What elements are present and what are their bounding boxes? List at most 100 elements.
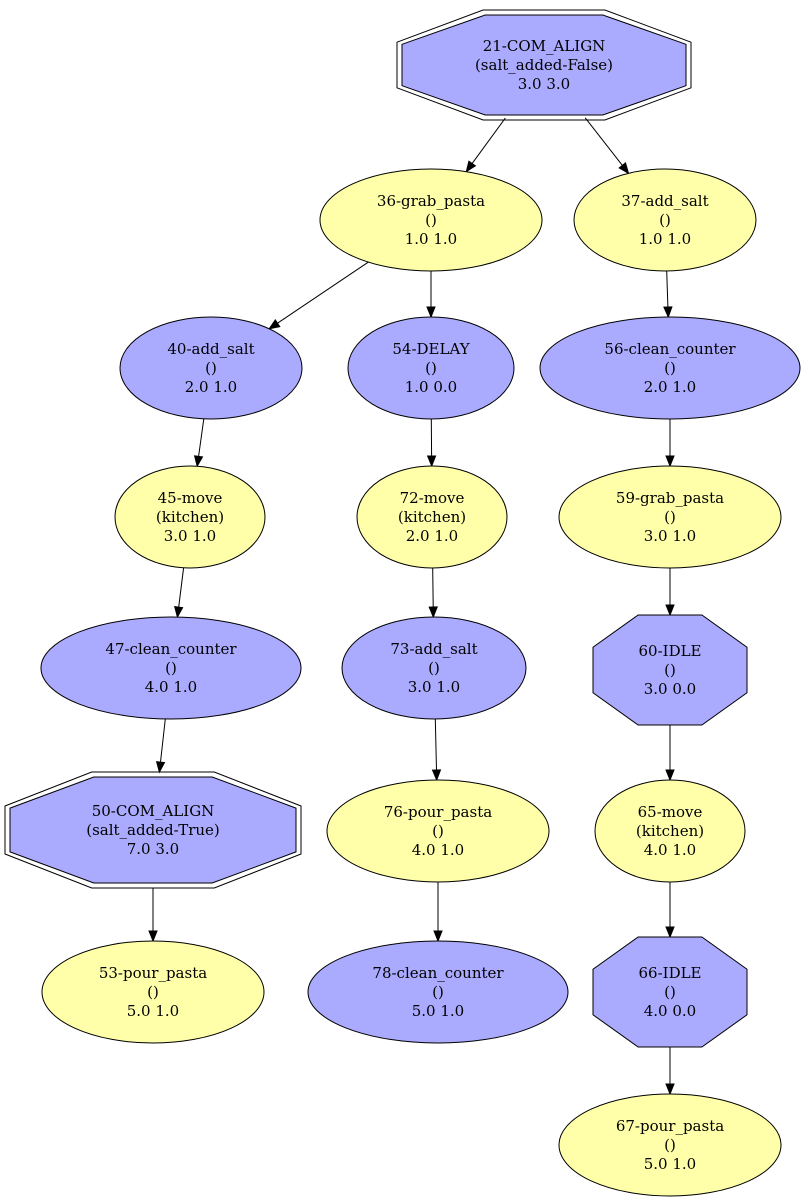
node-label-line-2: () <box>432 822 444 840</box>
node-label-line-1: 21-COM_ALIGN <box>483 37 606 55</box>
node-label-line-2: () <box>664 359 676 377</box>
node-label-line-3: 3.0 3.0 <box>518 75 570 93</box>
edge-line <box>198 418 205 457</box>
edge-n21-n37 <box>584 117 630 175</box>
node-label-line-1: 76-pour_pasta <box>384 803 492 821</box>
node-label-line-1: 40-add_salt <box>167 340 254 358</box>
ellipse-node-shape <box>307 940 569 1044</box>
edge-n66-n67 <box>665 1047 675 1096</box>
edge-n59-n60 <box>665 568 675 617</box>
node-label-line-3: 4.0 1.0 <box>412 841 464 859</box>
node-label-line-3: 7.0 3.0 <box>127 840 179 858</box>
double-octagon-inner-shape <box>9 776 297 884</box>
edge-line <box>666 270 669 308</box>
ellipse-node-shape <box>356 465 508 569</box>
node-label-line-1: 59-grab_pasta <box>616 489 724 507</box>
edge-n72-n73 <box>428 567 438 619</box>
double-octagon-outer-shape <box>4 771 302 889</box>
node-72-move: 72-move(kitchen)2.0 1.0 <box>356 465 508 569</box>
node-73-add-salt: 73-add_salt()3.0 1.0 <box>341 616 527 720</box>
node-label-line-1: 37-add_salt <box>621 192 708 210</box>
node-21-com-align: 21-COM_ALIGN(salt_added-False)3.0 3.0 <box>396 9 692 121</box>
node-label-line-3: 1.0 1.0 <box>405 230 457 248</box>
node-label-line-3: 3.0 1.0 <box>164 527 216 545</box>
ellipse-node-shape <box>573 168 757 272</box>
node-label-line-1: 53-pour_pasta <box>99 964 207 982</box>
ellipse-node-shape <box>41 940 265 1044</box>
node-label-line-1: 66-IDLE <box>638 964 701 982</box>
node-label-line-2: () <box>664 661 676 679</box>
node-label-line-1: 56-clean_counter <box>604 340 736 358</box>
node-37-add-salt: 37-add_salt()1.0 1.0 <box>573 168 757 272</box>
node-label-line-2: () <box>147 983 159 1001</box>
ellipse-node-shape <box>347 316 515 420</box>
node-60-idle: 60-IDLE()3.0 0.0 <box>592 614 748 726</box>
ellipse-node-shape <box>558 465 782 569</box>
arrow-head-icon <box>665 455 675 468</box>
arrow-head-icon <box>663 306 673 319</box>
edge-n56-n59 <box>665 419 675 468</box>
double-octagon-outer-shape <box>396 9 692 121</box>
arrow-head-icon <box>433 930 443 943</box>
edge-line <box>584 117 623 166</box>
arrow-head-icon <box>431 769 442 782</box>
edge-n45-n47 <box>174 567 185 619</box>
arrow-head-icon <box>268 319 281 330</box>
node-label-line-2: () <box>432 983 444 1001</box>
arrow-head-icon <box>665 1083 675 1096</box>
edge-line <box>160 718 166 763</box>
node-label-line-1: 47-clean_counter <box>105 640 237 658</box>
arrow-head-icon <box>174 606 184 619</box>
node-label-line-2: () <box>659 211 671 229</box>
node-47-clean-counter: 47-clean_counter()4.0 1.0 <box>40 616 302 720</box>
edge-n65-n66 <box>665 882 675 939</box>
node-54-delay: 54-DELAY()1.0 0.0 <box>347 316 515 420</box>
node-label-line-2: () <box>425 359 437 377</box>
node-label-line-3: 2.0 1.0 <box>406 527 458 545</box>
node-78-clean-counter: 78-clean_counter()5.0 1.0 <box>307 940 569 1044</box>
edge-line <box>471 117 506 164</box>
nodes-layer: 21-COM_ALIGN(salt_added-False)3.0 3.0 36-… <box>4 9 801 1197</box>
node-label-line-2: (kitchen) <box>636 822 704 840</box>
node-label-line-1: 67-pour_pasta <box>616 1117 724 1135</box>
node-label-line-1: 50-COM_ALIGN <box>92 802 215 820</box>
node-label-line-2: () <box>664 1136 676 1154</box>
node-label-line-1: 54-DELAY <box>392 340 470 358</box>
node-label-line-3: 1.0 1.0 <box>639 230 691 248</box>
node-label-line-2: (kitchen) <box>398 508 466 526</box>
node-label-line-3: 2.0 1.0 <box>644 378 696 396</box>
edge-n37-n56 <box>663 270 673 319</box>
double-octagon-inner-shape <box>401 14 687 116</box>
edge-n54-n72 <box>426 418 437 468</box>
ellipse-node-shape <box>326 779 550 883</box>
node-label-line-3: 1.0 0.0 <box>405 378 457 396</box>
edge-line <box>434 718 437 771</box>
node-label-line-3: 5.0 1.0 <box>644 1155 696 1173</box>
edge-n21-n36 <box>465 117 506 173</box>
octagon-node-shape <box>592 936 748 1048</box>
node-label-line-1: 36-grab_pasta <box>377 192 485 210</box>
node-label-line-2: (salt_added-True) <box>86 821 220 839</box>
ellipse-node-shape <box>539 316 801 420</box>
edge-n50-n53 <box>148 888 158 943</box>
arrow-head-icon <box>148 930 158 943</box>
node-label-line-3: 4.0 1.0 <box>644 841 696 859</box>
arrow-head-icon <box>428 606 438 619</box>
node-label-line-2: () <box>664 983 676 1001</box>
arrow-head-icon <box>193 455 204 468</box>
arrow-head-icon <box>465 160 477 173</box>
node-76-pour-pasta: 76-pour_pasta()4.0 1.0 <box>326 779 550 883</box>
octagon-node-shape <box>592 614 748 726</box>
node-label-line-2: () <box>664 508 676 526</box>
node-label-line-1: 78-clean_counter <box>372 964 504 982</box>
edge-n40-n45 <box>193 418 205 468</box>
edge-line <box>178 567 185 608</box>
node-label-line-2: (kitchen) <box>156 508 224 526</box>
node-56-clean-counter: 56-clean_counter()2.0 1.0 <box>539 316 801 420</box>
arrow-head-icon <box>665 926 675 939</box>
arrow-head-icon <box>426 455 437 468</box>
node-45-move: 45-move(kitchen)3.0 1.0 <box>114 465 266 569</box>
node-label-line-3: 2.0 1.0 <box>185 378 237 396</box>
node-label-line-2: () <box>165 659 177 677</box>
node-label-line-1: 73-add_salt <box>390 640 477 658</box>
